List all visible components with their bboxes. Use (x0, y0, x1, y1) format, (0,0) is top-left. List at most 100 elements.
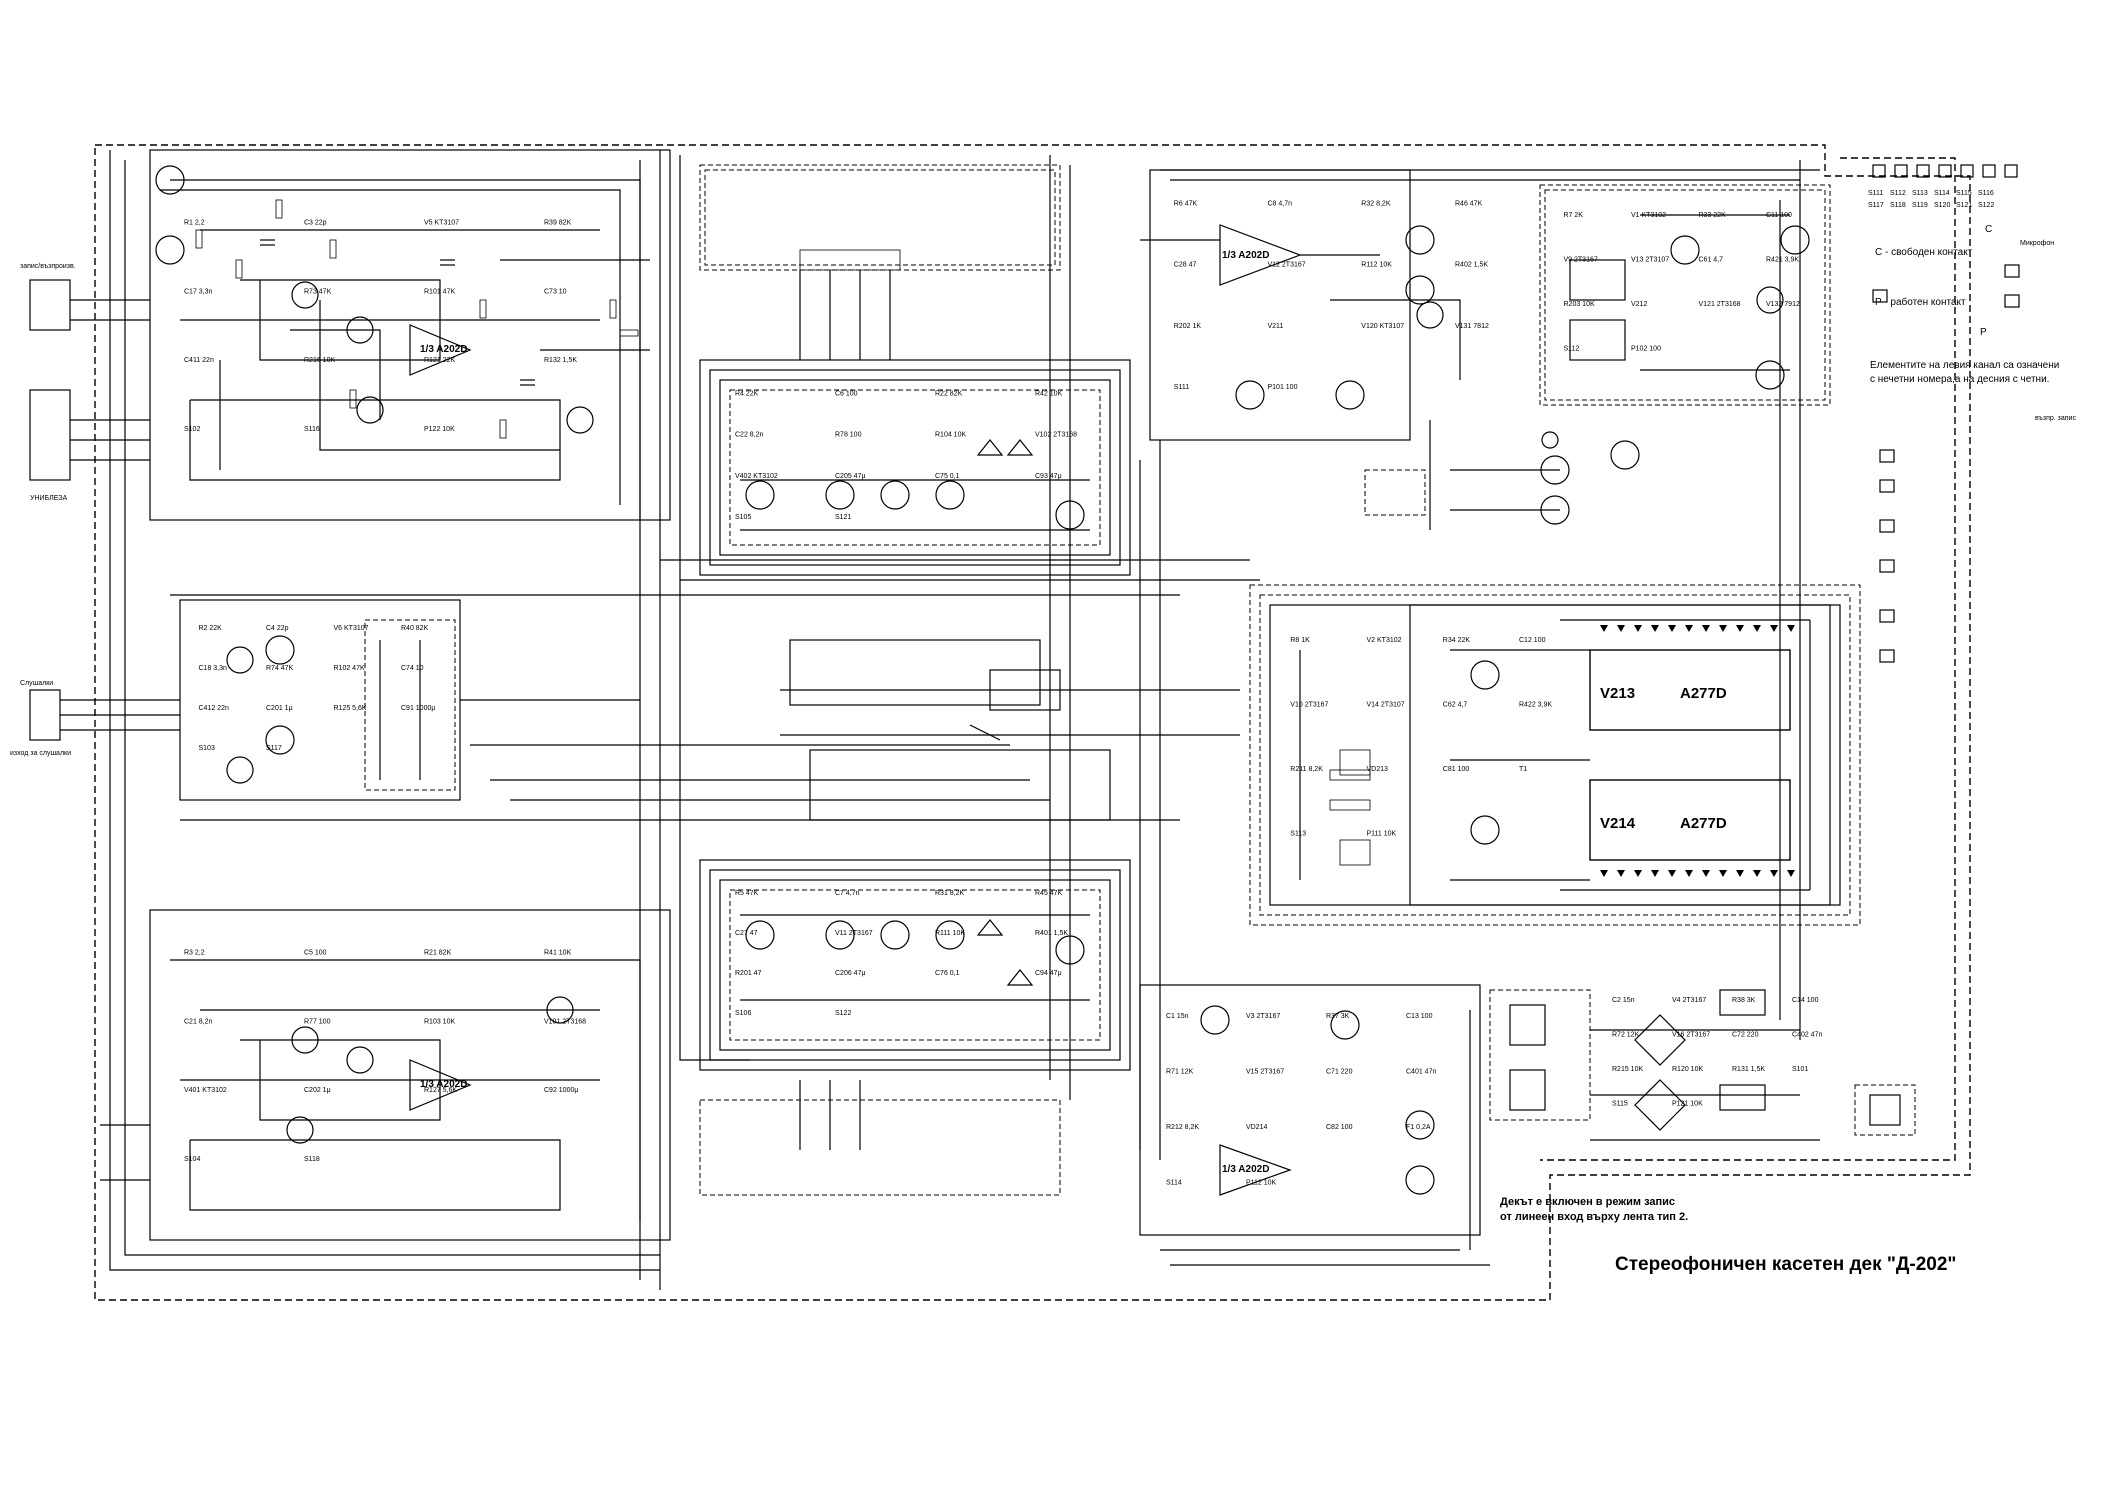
component-label: R421 3,9K (1766, 257, 1799, 264)
component-label: S101 (1792, 1066, 1808, 1073)
ic-v214-ref: V214 (1600, 815, 1636, 832)
led-icon (1668, 625, 1676, 632)
legend-c-symbol: C (1985, 224, 1992, 235)
component-label: R40 82K (401, 625, 429, 632)
component-label: C202 1μ (304, 1087, 331, 1094)
component-label: C76 0,1 (935, 970, 960, 977)
legend-channels-line1: Елементите на левия канал са означени (1870, 360, 2059, 371)
component-label: R22 82K (935, 391, 963, 398)
note-line-1: Декът е включен в режим запис (1500, 1196, 1675, 1208)
component-label: C2 15n (1612, 997, 1635, 1004)
switch-label: S119 (1912, 202, 1928, 209)
component-label: R101 47K (424, 288, 455, 295)
component-label: R31 8,2K (935, 890, 965, 897)
component-label: R402 1,5K (1455, 262, 1488, 269)
input-stage-top (29, 149, 671, 521)
component-label: V14 2T3107 (1367, 702, 1405, 709)
component-label: V401 KT3102 (184, 1087, 227, 1094)
component-label: C3 22p (304, 219, 327, 226)
component-label: R39 82K (544, 219, 572, 226)
component-label: V102 2T3168 (1035, 432, 1077, 439)
component-label: C411 22n (184, 357, 214, 364)
component-label: C13 100 (1406, 1013, 1433, 1020)
component-label: R74 47K (266, 665, 294, 672)
component-label: V101 2T3168 (544, 1018, 586, 1025)
opamp-label-top-right: 1/3 A202D (1222, 250, 1269, 261)
component-label: S103 (199, 745, 215, 752)
component-label: C21 8,2n (184, 1018, 213, 1025)
led-icon (1753, 625, 1761, 632)
component-label: C7 4,7n (835, 890, 860, 897)
component-label: C91 1000μ (401, 705, 435, 712)
component-label: P101 100 (1268, 384, 1298, 391)
component-label: V120 KT3107 (1361, 323, 1404, 330)
ic-v213-ref: V213 (1600, 685, 1635, 702)
component-label: R71 12K (1166, 1068, 1194, 1075)
led-icon (1634, 870, 1642, 877)
component-label: S117 (266, 745, 282, 752)
component-label: V211 (1268, 323, 1284, 330)
component-label: S105 (735, 514, 751, 521)
component-label: R46 47K (1455, 201, 1483, 208)
opamp-label-top-left: 1/3 A202D (420, 344, 467, 355)
component-label: C27 47 (735, 930, 758, 937)
component-label: V5 KT3107 (424, 219, 459, 226)
component-label: V212 (1631, 301, 1647, 308)
switch-label: S118 (1890, 202, 1906, 209)
component-label: R77 100 (304, 1018, 331, 1025)
component-label: R7 2K (1564, 212, 1584, 219)
component-label: R8 1K (1290, 637, 1310, 644)
component-label: S116 (304, 426, 320, 433)
component-label: R78 100 (835, 432, 862, 439)
component-label: R102 47K (334, 665, 365, 672)
component-label: R127 5,6K (424, 1087, 457, 1094)
playback-amp-top (1140, 169, 1831, 530)
switch-label: S117 (1868, 202, 1884, 209)
component-label: R4 22K (735, 391, 759, 398)
connector-headphones: Слушалки (20, 680, 53, 687)
led-icon (1719, 625, 1727, 632)
vu-meter-section (1249, 584, 1861, 926)
component-label: P111 10K (1367, 831, 1397, 838)
component-label: V11 2T3167 (835, 930, 873, 937)
component-label: V121 2T3168 (1699, 301, 1741, 308)
component-label: C17 3,3n (184, 288, 213, 295)
component-label: R201 47 (735, 970, 762, 977)
legend-c-text: C - свободен контакт (1875, 246, 1973, 258)
playback-amp-bottom (1139, 984, 1490, 1266)
power-supply (1489, 989, 1916, 1141)
switch-label: S114 (1934, 190, 1950, 197)
component-label: S121 (835, 514, 851, 521)
connector-out-label: изход за слушалки (10, 750, 71, 757)
component-label: S111 (1174, 384, 1189, 391)
component-label: V131 7812 (1455, 323, 1489, 330)
legend-playback-record: възпр. запис (2035, 415, 2076, 422)
led-icon (1753, 870, 1761, 877)
switch-label: S115 (1956, 190, 1972, 197)
diagram-title: Стереофоничен касетен дек "Д-202" (1615, 1254, 1956, 1275)
component-label: C1 15n (1166, 1013, 1189, 1020)
component-label: V402 KT3102 (735, 473, 778, 480)
opamp-label-bottom-right: 1/3 A202D (1222, 1164, 1269, 1175)
outer-frame (94, 144, 1971, 1301)
component-label: S112 (1564, 346, 1580, 353)
led-icon (1651, 870, 1659, 877)
component-label: P121 10K (1672, 1101, 1703, 1108)
component-label: R104 10K (935, 432, 966, 439)
component-label: C412 22n (199, 705, 229, 712)
component-label: C11 100 (1766, 212, 1792, 219)
component-label: R32 8,2K (1361, 201, 1391, 208)
ic-v214 (1589, 779, 1791, 861)
legend-p-symbol: P (1980, 327, 1987, 338)
switch-label: S116 (1978, 190, 1994, 197)
component-label: R202 1K (1174, 323, 1202, 330)
component-label: R33 22K (1699, 212, 1727, 219)
ic-v214-part: A277D (1680, 815, 1727, 832)
component-label: R2 22K (199, 625, 223, 632)
component-label: C402 47n (1792, 1032, 1822, 1039)
component-label: V2 KT3102 (1367, 637, 1402, 644)
component-label: R215 10K (1612, 1066, 1643, 1073)
switch-label: S111 (1868, 190, 1883, 197)
component-label: C81 100 (1443, 766, 1470, 773)
component-label: V15 2T3167 (1246, 1068, 1284, 1075)
